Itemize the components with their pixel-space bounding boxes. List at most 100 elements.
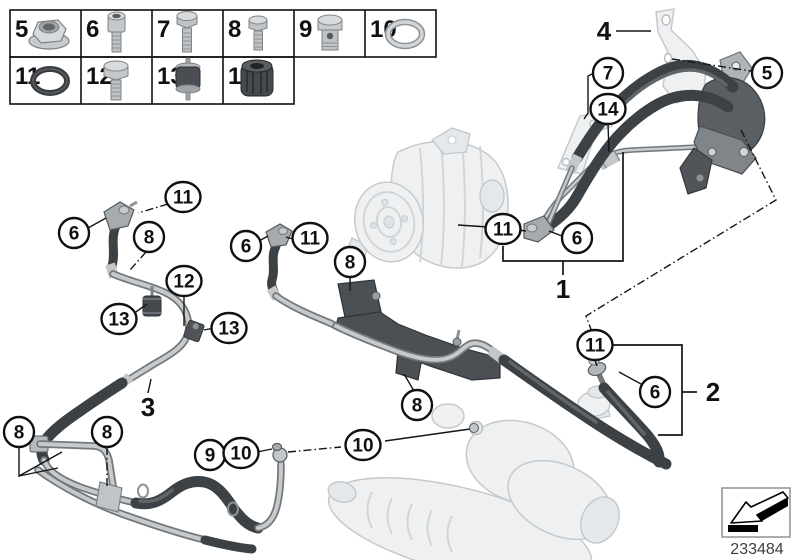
hose-clamp-ring — [137, 483, 149, 499]
hex-bolt-icon — [248, 15, 268, 51]
left-pipe-assembly — [29, 200, 288, 554]
callout-13[interactable]: 13 — [210, 311, 248, 345]
steering-rack-ghost — [327, 385, 620, 560]
top-right-assembly — [523, 51, 766, 243]
hex-bolt-long-icon — [176, 11, 198, 53]
part-labels: 12 3 4 — [141, 16, 720, 422]
callout-6[interactable]: 6 — [560, 221, 594, 255]
power-steering-pump-ghost — [343, 127, 509, 269]
legend-number: 6 — [86, 16, 99, 43]
legend-number: 5 — [15, 16, 28, 43]
legend-cell-8[interactable]: 8 — [228, 15, 268, 51]
callout-10[interactable]: 10 — [222, 436, 260, 470]
legend-number: 7 — [157, 16, 170, 43]
callout-6[interactable]: 6 — [229, 229, 263, 263]
svg-text:9: 9 — [205, 446, 216, 467]
pressure-hose-upper — [571, 59, 739, 164]
rubber-damper-mount-icon — [175, 57, 201, 101]
legend-cell-7[interactable]: 7 — [157, 11, 198, 53]
socket-head-screw-icon — [107, 11, 126, 53]
callout-11[interactable]: 11 — [484, 212, 522, 246]
banjo-fitting — [523, 215, 555, 243]
hex-flange-bolt-icon — [103, 60, 129, 101]
callout-14[interactable]: 14 — [589, 92, 627, 126]
legend-cell-11[interactable]: 11 — [15, 63, 70, 96]
svg-text:11: 11 — [173, 188, 194, 209]
callout-8[interactable]: 8 — [400, 388, 434, 422]
heat-shield — [95, 481, 123, 513]
legend-cell-13[interactable]: 13 — [157, 57, 201, 101]
holder-bracket-ghost — [655, 8, 707, 104]
svg-text:13: 13 — [218, 319, 239, 340]
hose-segment — [107, 221, 121, 271]
svg-text:10: 10 — [230, 444, 251, 465]
svg-text:5: 5 — [762, 64, 773, 85]
svg-text:8: 8 — [345, 253, 356, 274]
part-label-1: 1 — [556, 274, 570, 304]
port-bolt — [469, 423, 479, 433]
svg-text:6: 6 — [69, 224, 80, 245]
svg-text:10: 10 — [352, 436, 373, 457]
callout-8[interactable]: 8 — [2, 415, 36, 449]
o-ring-icon — [30, 66, 70, 96]
banjo-fitting — [103, 201, 135, 231]
callout-11[interactable]: 11 — [291, 221, 329, 255]
svg-text:12: 12 — [173, 272, 194, 293]
center-bracket-assembly — [332, 279, 672, 470]
svg-text:6: 6 — [650, 383, 661, 404]
legend-cell-12[interactable]: 12 — [86, 60, 129, 101]
svg-text:13: 13 — [108, 310, 129, 331]
pipe-clamp-damper — [183, 319, 205, 343]
svg-text:8: 8 — [14, 423, 25, 444]
flange-nut-icon — [28, 19, 70, 50]
direction-arrow-icon — [728, 491, 789, 532]
callout-8[interactable]: 8 — [132, 220, 166, 254]
label3-leader — [147, 378, 152, 394]
legend-number: 9 — [299, 16, 312, 43]
legend-number: 8 — [228, 16, 241, 43]
callout-8[interactable]: 8 — [90, 415, 124, 449]
svg-text:14: 14 — [597, 100, 619, 121]
hollow-banjo-bolt-icon — [317, 14, 343, 51]
legend-cell-14[interactable]: 14 — [228, 59, 274, 97]
svg-text:7: 7 — [603, 64, 614, 85]
legend-table: 5 6 7 — [9, 9, 437, 105]
center-left-hose-assembly — [265, 223, 344, 332]
legend-cell-9[interactable]: 9 — [299, 14, 343, 51]
callout-5[interactable]: 5 — [750, 56, 784, 90]
callout-10[interactable]: 10 — [344, 428, 382, 462]
hose-segment — [200, 535, 257, 554]
sealing-ring-icon — [384, 18, 426, 50]
banjo-fitting — [265, 223, 293, 248]
legend-cell-10[interactable]: 10 — [370, 16, 426, 50]
group-bracket-2 — [611, 344, 683, 436]
svg-text:8: 8 — [412, 396, 423, 417]
part-label-4: 4 — [597, 16, 612, 46]
callout-11[interactable]: 11 — [164, 180, 202, 214]
svg-text:6: 6 — [572, 229, 583, 250]
callout-8[interactable]: 8 — [333, 245, 367, 279]
diagram-code: 233484 — [730, 541, 783, 558]
svg-text:8: 8 — [102, 423, 113, 444]
svg-text:11: 11 — [300, 229, 321, 250]
rubber-sleeve — [597, 151, 621, 171]
legend-cell-6[interactable]: 6 — [86, 11, 126, 53]
footer: 233484 — [721, 487, 791, 558]
callout-7[interactable]: 7 — [591, 56, 625, 90]
svg-text:11: 11 — [585, 336, 606, 357]
callout-11[interactable]: 11 — [576, 328, 614, 362]
banjo-bolt — [271, 442, 283, 452]
svg-text:6: 6 — [241, 237, 252, 258]
callout-6[interactable]: 6 — [638, 375, 672, 409]
rubber-sleeve-icon — [240, 59, 274, 97]
callout-9[interactable]: 9 — [193, 438, 227, 472]
callout-13[interactable]: 13 — [100, 302, 138, 336]
callout-6[interactable]: 6 — [57, 216, 91, 250]
legend-cell-5[interactable]: 5 — [15, 16, 70, 50]
callout-12[interactable]: 12 — [165, 264, 203, 298]
svg-text:11: 11 — [493, 220, 514, 241]
part-label-3: 3 — [141, 392, 155, 422]
hose-segment — [267, 241, 281, 296]
